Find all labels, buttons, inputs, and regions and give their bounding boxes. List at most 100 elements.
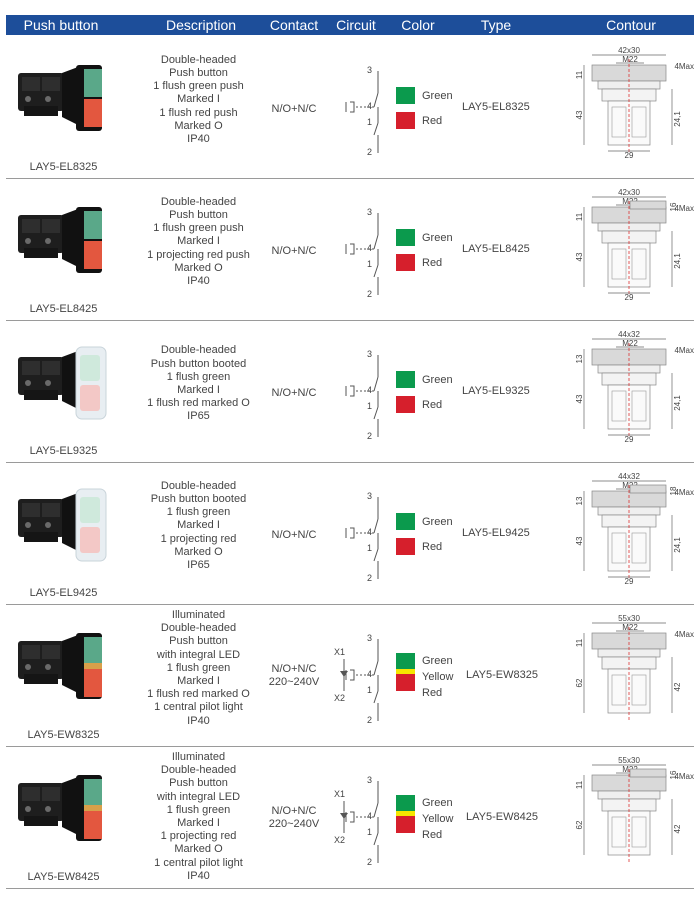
description-line: Push button	[169, 777, 228, 790]
product-image	[18, 488, 107, 562]
contact-rating: N/O+N/C	[254, 387, 334, 400]
description-line: Marked I	[177, 675, 220, 688]
circuit-terminal-label: 2	[367, 857, 372, 867]
product-image	[18, 775, 102, 841]
green-swatch	[396, 513, 415, 530]
contour-dim-base: 29	[625, 577, 634, 586]
contact-line: 220~240V	[268, 818, 320, 830]
contour-dim-side: 11	[576, 780, 584, 789]
type-code: LAY5-EL9325	[462, 385, 530, 397]
contour-dim-top: 44x32	[618, 472, 640, 481]
contour-dim-max: 4Max	[674, 62, 694, 71]
description-line: 1 central pilot light	[154, 701, 243, 714]
description-line: 1 flush red marked O	[147, 397, 250, 410]
contour-dim-side: 11	[576, 70, 584, 79]
circuit-terminal-label: 2	[367, 147, 372, 157]
color-label: Red	[422, 687, 443, 699]
contour-dim-height: 62	[576, 678, 584, 687]
contour-dim-depth: 24,1	[673, 253, 682, 269]
contact-rating: N/O+N/C	[254, 529, 334, 542]
color-label: Red	[422, 115, 443, 127]
contour-dim-base: 29	[625, 293, 634, 302]
circuit-terminal-label: 3	[367, 349, 372, 359]
contour-dim-top: 55x30	[618, 756, 640, 765]
contour-dim-height: 43	[576, 252, 584, 261]
product-image	[18, 346, 107, 420]
circuit-terminal-label: 4	[367, 243, 372, 253]
color-label: Red	[422, 829, 443, 841]
description-line: Push button booted	[150, 357, 247, 370]
color-stack-swatch	[396, 795, 415, 833]
contour-dim-depth: 42	[673, 682, 682, 691]
description-line: IP40	[187, 133, 210, 146]
description-line: 1 flush green	[166, 803, 231, 816]
description-line: 1 projecting red	[160, 830, 237, 843]
color-label: Red	[422, 257, 443, 269]
contour-dim-top: 42x30	[618, 188, 640, 197]
contour-dim-base: 29	[625, 151, 634, 160]
contour-dim-max: 4Max	[674, 346, 694, 355]
red-swatch	[396, 674, 415, 691]
circuit-terminal-label: 1	[367, 117, 372, 127]
product-model-caption: LAY5-EL9325	[29, 445, 98, 457]
product-image	[18, 65, 102, 131]
description-line: IP65	[187, 410, 210, 423]
circuit-terminal-label: 1	[367, 401, 372, 411]
contour-dim-max: 4Max	[674, 630, 694, 639]
color-label: Green	[422, 516, 453, 528]
color-label: Yellow	[422, 813, 454, 825]
contour-dim-top: 44x32	[618, 330, 640, 339]
description-line: 1 flush red push	[159, 106, 238, 119]
description-line: Double-headed	[160, 479, 237, 492]
description-line: Marked O	[174, 843, 223, 856]
green-swatch	[396, 653, 415, 669]
contour-dim-height: 43	[576, 394, 584, 403]
circuit-x1-label: X1	[334, 789, 345, 799]
red-swatch	[396, 112, 415, 129]
green-swatch	[396, 87, 415, 104]
contour-dim-proj: 18	[669, 486, 678, 495]
color-label: Green	[422, 90, 453, 102]
type-code: LAY5-EL9425	[462, 527, 530, 539]
contour-dim-depth: 24,1	[673, 111, 682, 127]
circuit-terminal-label: 2	[367, 289, 372, 299]
color-label: Green	[422, 374, 453, 386]
color-stack-swatch	[396, 653, 415, 691]
description-line: IP65	[187, 559, 210, 572]
contact-rating: N/O+N/C	[254, 103, 334, 116]
contour-dim-side: 13	[576, 496, 584, 505]
contour-dim-max: 4Max	[674, 772, 694, 781]
green-swatch	[396, 371, 415, 388]
circuit-x2-label: X2	[334, 693, 345, 703]
description-line: Marked O	[174, 119, 223, 132]
description-line: Marked I	[177, 384, 220, 396]
circuit-terminal-label: 3	[367, 633, 372, 643]
description-line: Push button	[169, 209, 228, 221]
description-line: Marked I	[177, 519, 220, 532]
contour-dim-side: 11	[576, 212, 584, 221]
description-line: IP40	[187, 714, 210, 727]
description-line: IP40	[187, 275, 210, 288]
contour-dim-depth: 24,1	[673, 395, 682, 411]
color-label: Red	[422, 399, 443, 411]
green-swatch	[396, 795, 415, 811]
contour-dim-depth: 24,1	[673, 537, 682, 553]
description-line: Marked I	[177, 235, 220, 248]
description-line: Marked O	[174, 261, 223, 274]
description-line: Push button	[169, 67, 228, 79]
product-image	[18, 207, 102, 273]
product-model-caption: LAY5-EL8425	[29, 303, 98, 315]
description-line: Double-headed	[160, 622, 237, 635]
red-swatch	[396, 254, 415, 271]
contact-line: N/O+N/C	[271, 103, 317, 115]
